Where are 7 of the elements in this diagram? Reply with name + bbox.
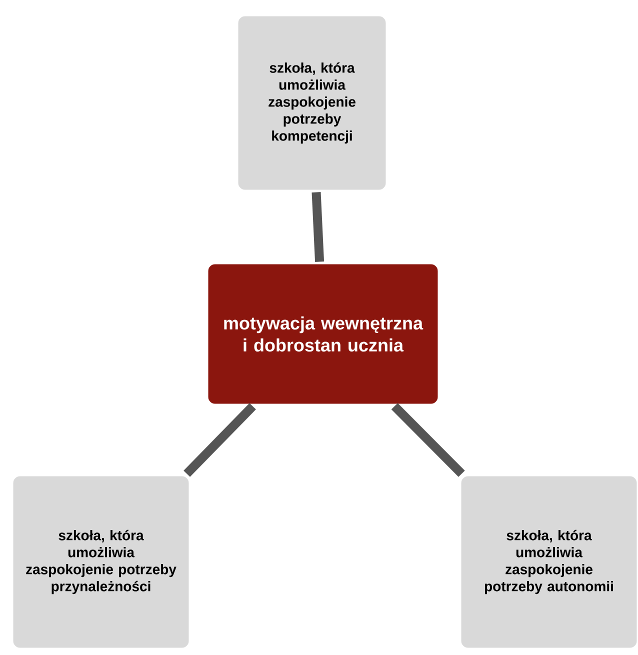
central-box: motywacja wewnętrzna i dobrostan ucznia bbox=[206, 262, 440, 406]
connector-line bbox=[184, 403, 256, 477]
text-box: szkoła, która umożliwia zaspokojenie potrzeby kompetencji bbox=[236, 14, 388, 192]
text-box: szkoła, która umożliwia zaspokojenie potrzeby przynależności bbox=[10, 474, 192, 650]
connector-line bbox=[312, 192, 324, 262]
connector-line bbox=[391, 403, 465, 477]
text-box: szkoła, która umożliwia zaspokojenie potrzeby autonomii bbox=[458, 474, 638, 650]
